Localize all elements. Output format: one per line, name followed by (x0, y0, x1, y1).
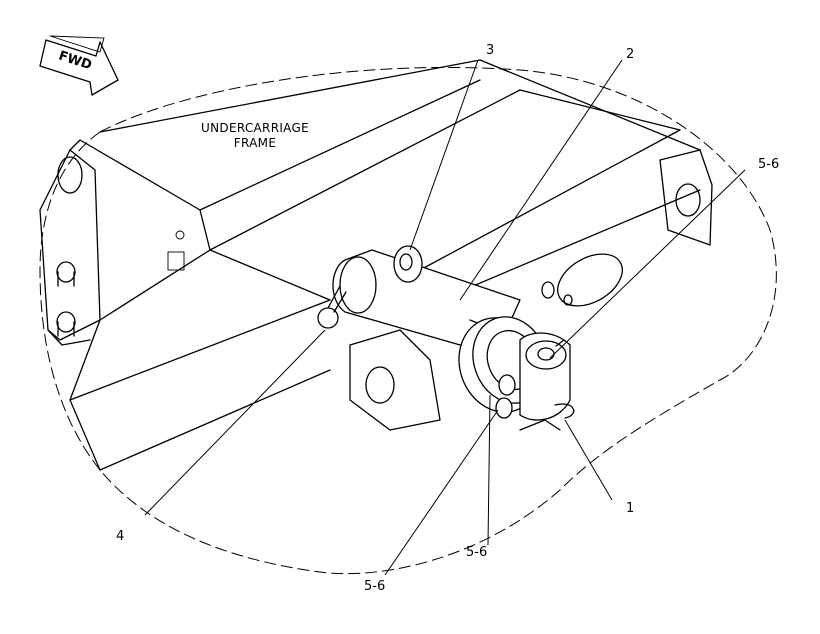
detail-boundary (39, 66, 777, 575)
fwd-label: FWD (57, 49, 94, 74)
leader-lines (144, 59, 746, 576)
mounting-plate (541, 253, 623, 307)
frame-label-line1: UNDERCARRIAGE (201, 121, 309, 135)
callout-2: 2 (626, 47, 634, 62)
callout-1: 1 (626, 501, 634, 516)
clamp (495, 332, 575, 431)
callout-5-6-middle: 5-6 (466, 545, 487, 560)
fwd-arrow-icon: FWD (39, 35, 119, 96)
frame-label-line2: FRAME (234, 136, 276, 150)
callout-5-6-bottom: 5-6 (364, 579, 385, 594)
callout-4: 4 (116, 529, 124, 544)
right-bracket (659, 149, 713, 246)
callout-3: 3 (486, 43, 494, 58)
undercarriage-frame (39, 59, 701, 471)
lock-pin (317, 285, 347, 329)
center-bracket (349, 329, 441, 431)
callout-5-6-top: 5-6 (758, 157, 779, 172)
washer (393, 245, 423, 283)
